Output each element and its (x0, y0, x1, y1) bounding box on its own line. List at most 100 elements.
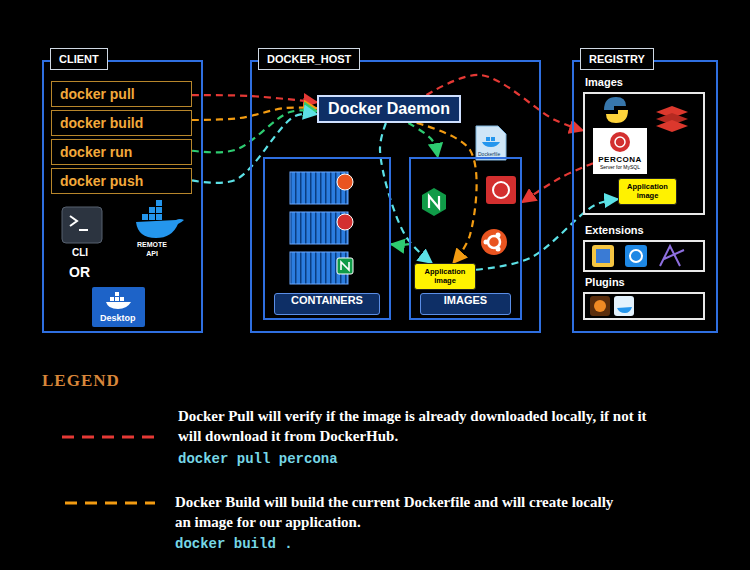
plugin-icons-part (594, 300, 606, 312)
flow-arrow (192, 114, 317, 183)
cli-icon (62, 207, 102, 243)
container-stacks (290, 172, 353, 284)
node-subtitle: Server for MySQL (600, 165, 640, 171)
docker-whale-icon-part (156, 214, 162, 220)
image-badge: Application image (618, 178, 677, 205)
nginx-icon-part (422, 188, 446, 216)
node-label: Plugins (585, 276, 625, 288)
node-label: docker push (60, 173, 143, 189)
docker-whale-icon (136, 200, 184, 238)
ubuntu-icon-part (484, 240, 489, 245)
extensions-panel: Extensions (583, 240, 705, 272)
docker-whale-icon-part (156, 200, 162, 206)
registry-group: PERCONAServer for MySQL Application image… (572, 60, 718, 333)
legend-text: Docker Build will build the current Dock… (175, 494, 613, 530)
percona-registry-icon-part (610, 132, 630, 152)
images-panel: Application imageIMAGES (409, 157, 522, 320)
flow-arrow (408, 123, 437, 157)
desktop-icon (92, 287, 145, 327)
node-label: Extensions (585, 224, 644, 236)
node-label: Images (585, 76, 623, 88)
docker-whale-icon-part (149, 207, 155, 213)
command-box: docker push (51, 168, 192, 194)
container-stacks-part (337, 174, 353, 190)
dockerfile-icon (476, 126, 506, 160)
ubuntu-icon-part (481, 229, 507, 255)
node-label: Application image (622, 183, 673, 200)
flow-arrow (417, 123, 477, 263)
legend-samples-part (65, 502, 155, 505)
flow-arrow (380, 123, 432, 263)
nginx-icon-part (429, 196, 439, 208)
flow-arrow (391, 243, 409, 246)
client-group: docker pull docker build docker run docker … (42, 60, 203, 333)
desktop-icon-part (110, 297, 114, 301)
node-label: REGISTRY (580, 48, 654, 70)
command-box: docker build (51, 110, 192, 136)
ubuntu-icon (481, 229, 507, 255)
docker-whale-icon-part (142, 214, 148, 220)
percona-image-icon (486, 176, 516, 204)
desktop-icon-part (120, 297, 124, 301)
image-badge: Application image (414, 263, 476, 290)
container-stacks-part (341, 262, 349, 270)
icon-caption: Desktop (100, 313, 136, 323)
flow-arrow (192, 95, 317, 102)
node-label: IMAGES (420, 293, 511, 315)
ubuntu-icon-part (496, 247, 501, 252)
legend-title: LEGEND (42, 371, 120, 391)
node-label: docker pull (60, 86, 135, 102)
extension-icons-part (660, 246, 684, 266)
extension-icons-part (625, 245, 647, 267)
file-name: Dockerfile (478, 151, 500, 157)
python-icon-part (604, 97, 626, 110)
dockerfile-icon-part (491, 137, 495, 141)
command-box: docker pull (51, 81, 192, 107)
cli-icon-part (70, 216, 88, 230)
node-label: CLIENT (50, 48, 108, 70)
node-label: docker build (60, 115, 143, 131)
icon-caption: REMOTE API (133, 241, 171, 259)
containers-panel: CONTAINERS (263, 157, 391, 320)
legend-entry: Docker Build will build the current Dock… (175, 492, 630, 532)
python-icon (604, 97, 628, 123)
ubuntu-icon-part (496, 233, 501, 238)
percona-registry-icon-part (615, 137, 625, 147)
cli-icon-part (62, 207, 102, 243)
command-example: docker pull percona (178, 451, 338, 467)
dockerfile-icon-part (476, 126, 506, 160)
node-label: DOCKER_HOST (258, 48, 360, 70)
host-group: Docker DaemonCONTAINERSApplication image… (250, 60, 541, 333)
desktop-icon-part (115, 292, 119, 296)
node-label: Application image (418, 268, 472, 285)
percona-image-icon-part (493, 182, 509, 198)
icon-caption: CLI (72, 247, 88, 258)
docker-whale-icon-part (136, 219, 184, 238)
legend-samples (62, 437, 160, 503)
plugin-icons-part (617, 307, 632, 313)
desktop-icon-part (106, 302, 131, 309)
container-stacks-part (337, 258, 353, 274)
desktop-icon-part (115, 297, 119, 301)
plugins-panel: Plugins (583, 292, 705, 320)
percona-registry-icon-part (593, 128, 647, 174)
redis-icon-part (656, 120, 688, 132)
dockerfile-icon-part (486, 137, 490, 141)
percona-registry-icon (593, 128, 647, 174)
node-label: Docker Daemon (328, 100, 450, 118)
plugin-icons (590, 296, 634, 316)
nginx-icon (422, 188, 446, 216)
legend-text: Docker Pull will verify if the image is … (178, 408, 647, 444)
command-box: docker run (51, 139, 192, 165)
extension-icons (592, 245, 684, 267)
extension-icons-part (630, 250, 642, 262)
node-label: PERCONA (598, 156, 642, 165)
plugin-icons-part (614, 296, 634, 316)
docker-whale-icon-part (149, 214, 155, 220)
legend-entry: Docker Pull will verify if the image is … (178, 406, 663, 446)
desktop-icon-part (92, 287, 145, 327)
python-icon-part (606, 110, 628, 123)
daemon-box: Docker Daemon (317, 95, 461, 123)
docker-whale-icon-part (156, 207, 162, 213)
